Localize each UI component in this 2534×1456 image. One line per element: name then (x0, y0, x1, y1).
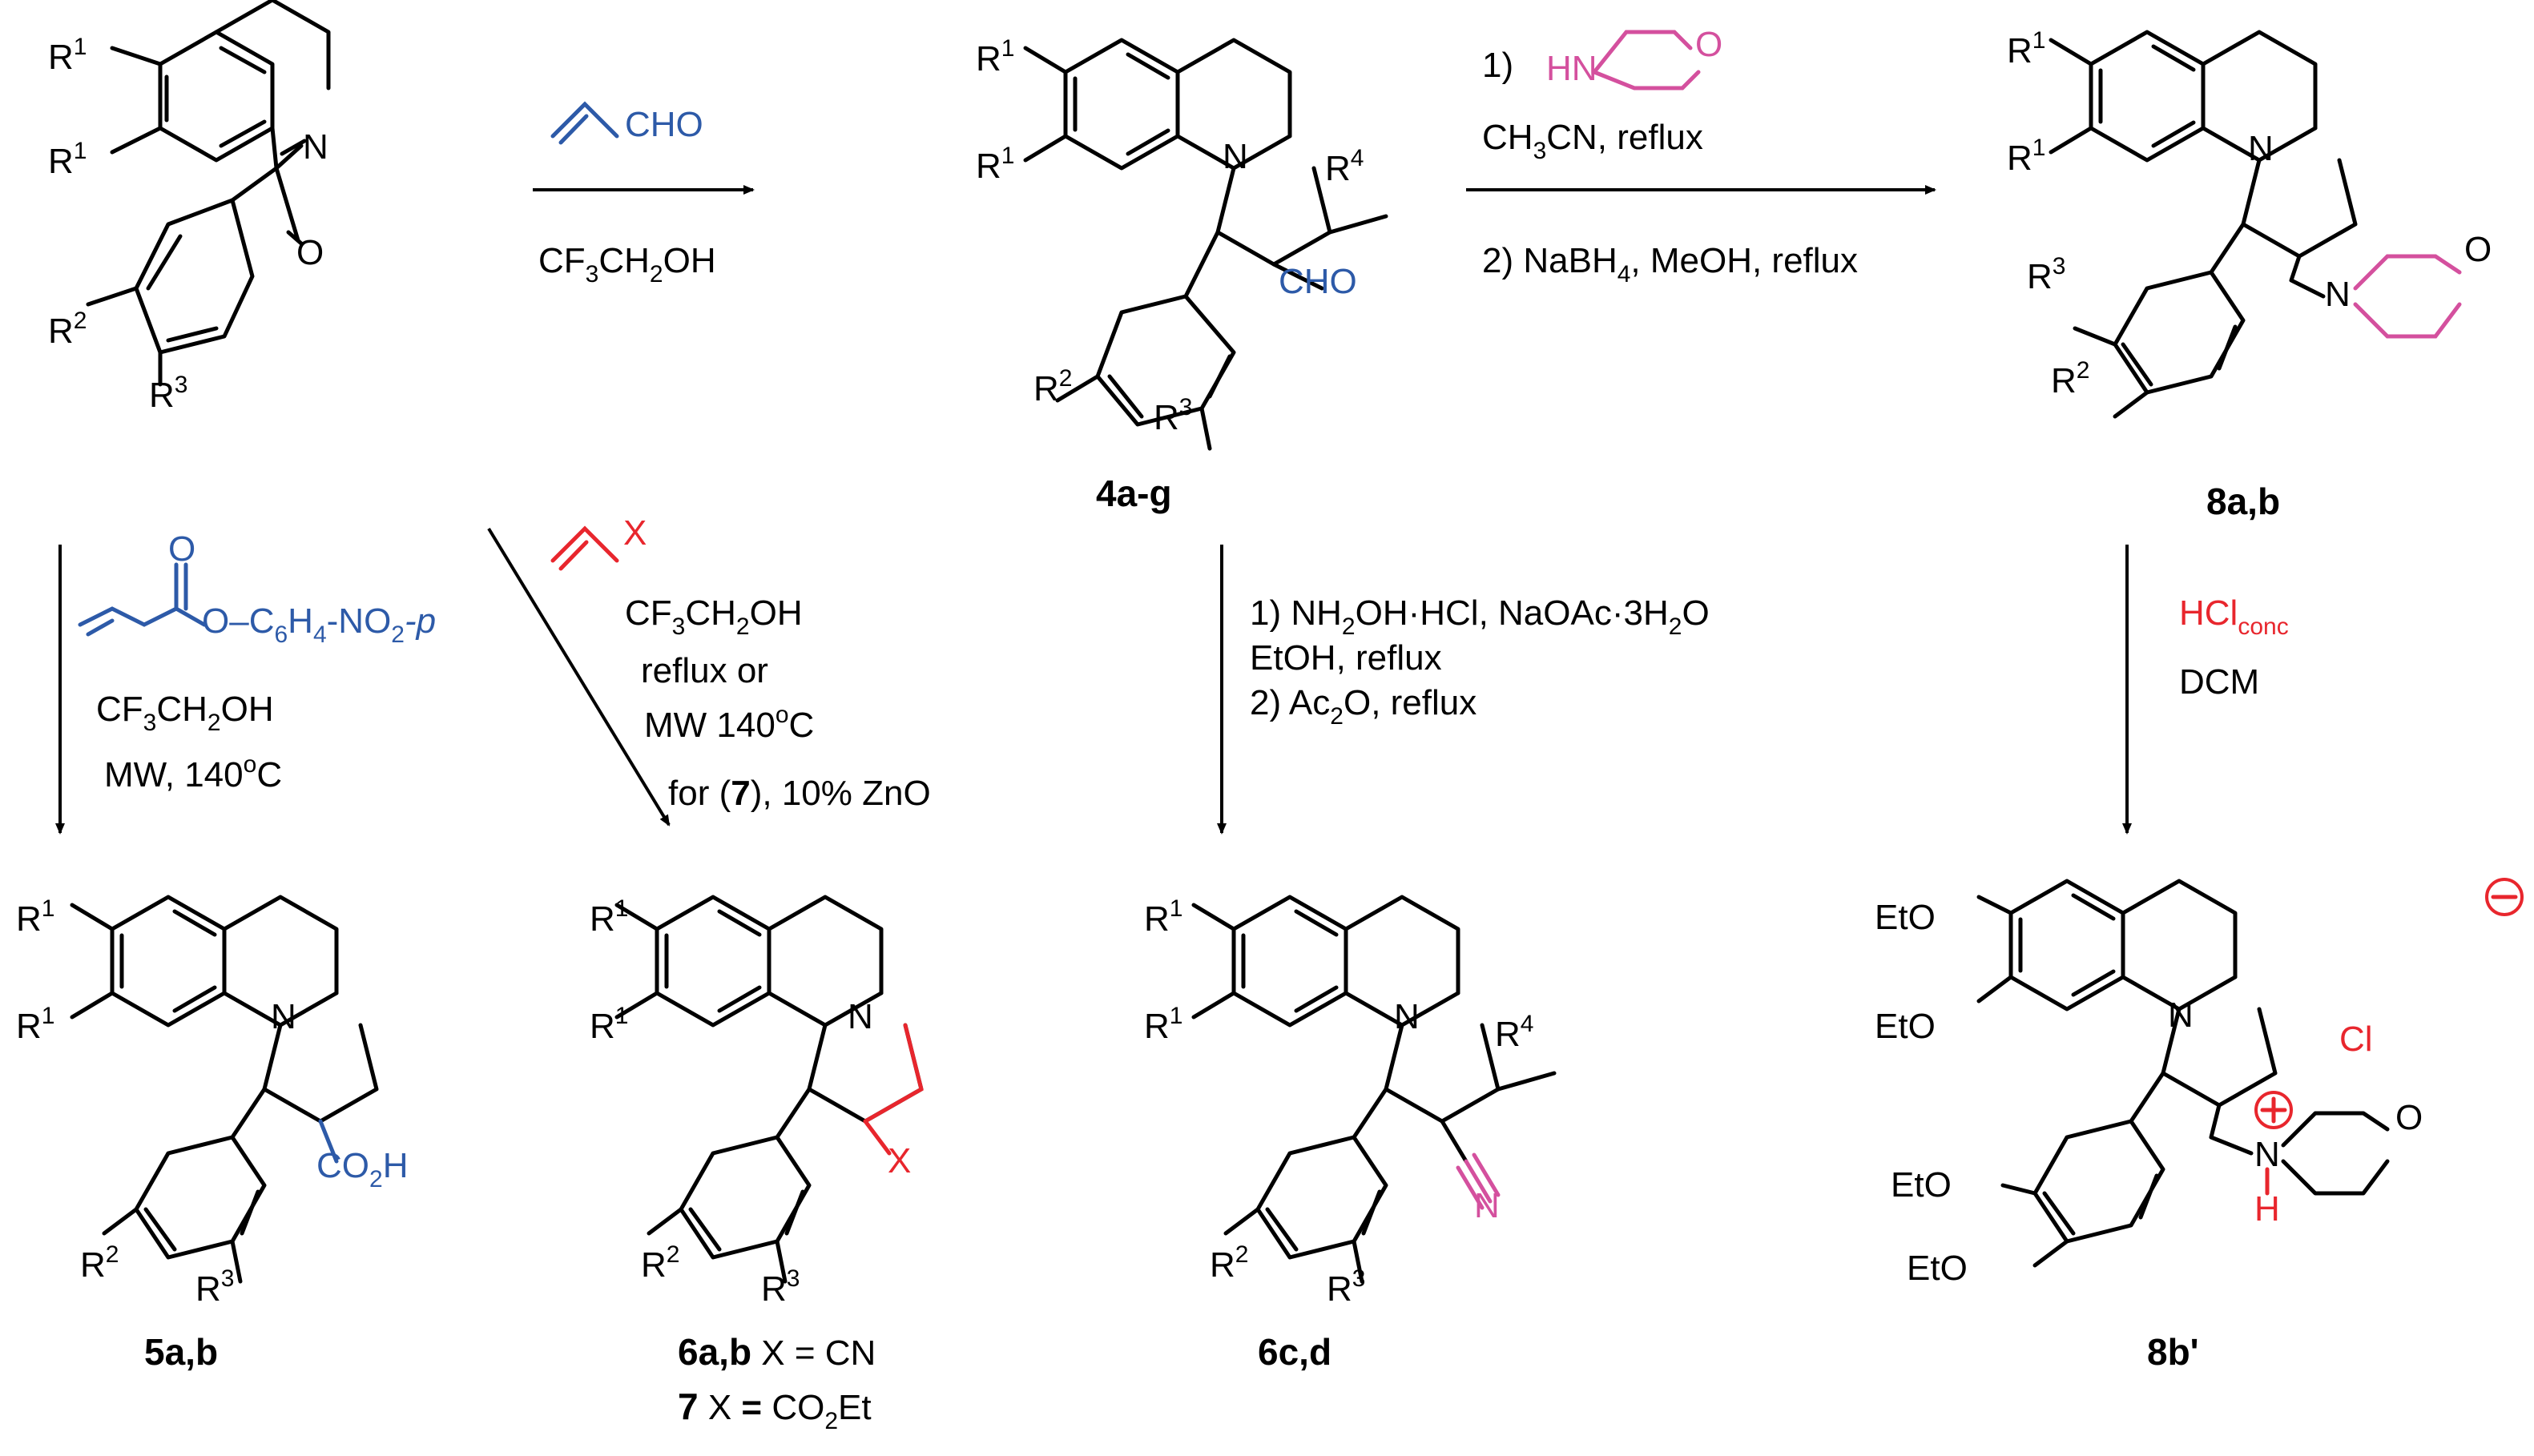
step5-line3: 2) Ac2O, reflux (1250, 683, 1476, 730)
c8p-eto-2: EtO (1875, 1007, 1936, 1046)
sm-r2: R2 (48, 308, 87, 351)
step6-hcl: HClconc (2179, 593, 2289, 640)
acrylate-carbonyl-o: O (168, 529, 195, 569)
compound-8b-prime-label: 8b' (2147, 1331, 2199, 1373)
c6cd-r4: R4 (1495, 1011, 1533, 1054)
starting-dihydroisoquinoline (86, 0, 331, 387)
morpholine-o: O (1695, 25, 1722, 64)
c4-r3: R3 (1154, 394, 1192, 437)
c4-cho: CHO (1279, 262, 1357, 301)
compound-6c-d-structure (1191, 897, 1557, 1284)
c8-o-morpholine: O (2464, 230, 2492, 269)
c8-n-morpholine: N (2325, 275, 2351, 314)
sm-n: N (303, 127, 328, 167)
c6ab-r2: R2 (641, 1241, 679, 1285)
c6ab-r3: R3 (761, 1265, 800, 1309)
compound-5a-b-structure (70, 897, 377, 1284)
c8p-h: H (2254, 1189, 2280, 1229)
c8p-eto-4: EtO (1907, 1249, 1968, 1288)
c4-r4: R4 (1325, 145, 1364, 188)
c8-r3: R3 (2027, 253, 2065, 296)
arrow-step4 (487, 525, 671, 827)
arrow-step3 (55, 545, 207, 835)
step1-solvent: CF3CH2OH (538, 241, 716, 288)
compound-6c-d-label: 6c,d (1258, 1331, 1331, 1373)
compound-6a-b-label: 6a,b X = CN (678, 1331, 876, 1373)
compound-7-label: 7 X = CO2Et (678, 1386, 872, 1434)
c5-r1-top: R1 (16, 895, 54, 939)
morpholine-hn: HN (1546, 49, 1597, 88)
sm-r1-top: R1 (48, 34, 87, 77)
compound-5a-b-label: 5a,b (144, 1331, 218, 1373)
c8-r1-top: R1 (2007, 27, 2045, 70)
c6ab-x: X (888, 1141, 911, 1180)
compound-6a-b-structure (614, 897, 924, 1284)
c4-r1-bottom: R1 (976, 143, 1014, 186)
c8p-o-morpholine: O (2395, 1098, 2423, 1137)
step4-reflux: reflux or (641, 651, 768, 690)
compound-8a-b-structure (2049, 32, 2462, 419)
step3-solvent: CF3CH2OH (96, 690, 274, 736)
c4-r2: R2 (1033, 365, 1072, 408)
c6cd-r1-top: R1 (1144, 895, 1182, 939)
c8-r1-bottom: R1 (2007, 135, 2045, 178)
step4-zno: for (7), 10% ZnO (668, 774, 931, 813)
c6cd-r3: R3 (1327, 1265, 1365, 1309)
step2-line1: CH3CN, reflux (1482, 118, 1703, 164)
c4-r1-top: R1 (976, 35, 1014, 78)
c6ab-r1-top: R1 (590, 895, 628, 939)
c5-r2: R2 (80, 1241, 119, 1285)
sm-o: O (296, 233, 324, 272)
sm-r1-bottom: R1 (48, 138, 87, 181)
c5-n: N (271, 997, 296, 1036)
compound-8a-b-label: 8a,b (2206, 481, 2280, 522)
arrow-step2 (1466, 30, 1936, 195)
c6cd-n: N (1394, 997, 1420, 1036)
c5-r1-bottom: R1 (16, 1003, 54, 1046)
step4-mw: MW 140oC (644, 702, 814, 745)
vinyl-x: X (623, 513, 647, 553)
c6cd-nitrile-n: N (1474, 1186, 1500, 1225)
step3-mw: MW, 140oC (104, 751, 282, 794)
compound-8b-prime-structure (1976, 881, 2518, 1268)
c8-n-ring: N (2248, 129, 2274, 168)
compound-4a-g-structure (1023, 40, 1388, 451)
c6cd-r1-bottom: R1 (1144, 1003, 1182, 1046)
c5-co2h: CO2H (316, 1146, 408, 1193)
step2-morpholine-num: 1) (1482, 46, 1513, 85)
c6cd-r2: R2 (1210, 1241, 1248, 1285)
c8-r2: R2 (2051, 357, 2089, 400)
step4-solvent: CF3CH2OH (625, 593, 803, 640)
compound-4a-g-label: 4a-g (1096, 473, 1172, 514)
acrylate-ester-chain: O–C6H4-NO2-p (202, 601, 436, 648)
step6-dcm: DCM (2179, 662, 2259, 702)
positive-charge-icon (2254, 1091, 2293, 1129)
c6ab-n: N (848, 997, 873, 1036)
arrow-step1 (533, 101, 755, 195)
c8p-n-ring: N (2168, 995, 2194, 1035)
negative-charge-icon (2485, 878, 2524, 916)
c8p-eto-3: EtO (1891, 1165, 1952, 1205)
c8p-n-morpholine: N (2254, 1135, 2280, 1174)
step5-line1: 1) NH2OH·HCl, NaOAc·3H2O (1250, 593, 1710, 640)
c4-n: N (1223, 137, 1248, 176)
acrolein-cho-label: CHO (625, 105, 703, 144)
sm-r3: R3 (149, 372, 187, 415)
c8p-eto-1: EtO (1875, 898, 1936, 937)
c5-r3: R3 (195, 1265, 234, 1309)
c8p-cl: Cl (2339, 1020, 2373, 1059)
step5-line2: EtOH, reflux (1250, 638, 1442, 678)
step2-line2: 2) NaBH4, MeOH, reflux (1482, 241, 1858, 288)
c6ab-r1-bottom: R1 (590, 1003, 628, 1046)
